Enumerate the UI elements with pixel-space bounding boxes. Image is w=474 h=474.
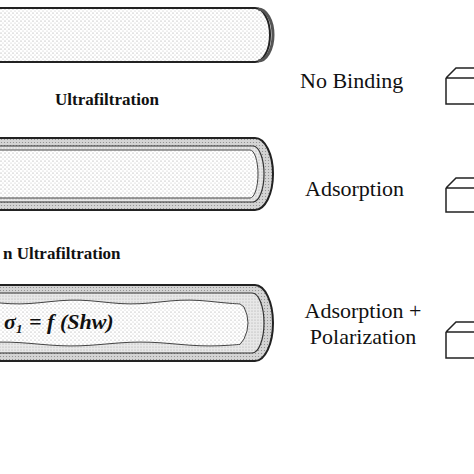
cube-symbol bbox=[446, 68, 474, 358]
formula-text: σ₁ = f (Shw) bbox=[4, 309, 114, 335]
state-label: No Binding bbox=[300, 68, 403, 94]
method-label: Ultrafiltration bbox=[55, 90, 159, 110]
plain-tube bbox=[0, 8, 273, 62]
adsorption-tube bbox=[0, 138, 273, 210]
state-label: Adsorption bbox=[305, 176, 404, 202]
method-label: n Ultrafiltration bbox=[3, 244, 121, 264]
state-label: Adsorption + Polarization bbox=[303, 298, 423, 351]
polarization-tube: σ₁ = f (Shw) bbox=[0, 283, 275, 363]
